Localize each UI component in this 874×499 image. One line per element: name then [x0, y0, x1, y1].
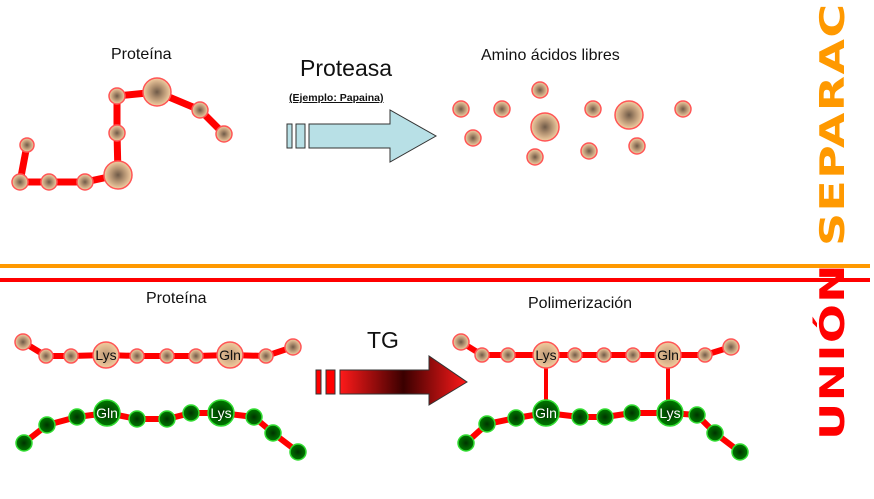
amino-acid-node	[142, 77, 172, 107]
amino-acid-node	[731, 443, 749, 461]
amino-acid-node	[507, 409, 525, 427]
amino-acid-node	[457, 434, 475, 452]
amino-acid-node	[182, 404, 200, 422]
residue-node	[656, 399, 684, 427]
residue-node	[532, 399, 560, 427]
amino-acid-node	[706, 424, 724, 442]
free-amino-acid-node	[452, 100, 470, 118]
free-amino-acid-node	[580, 142, 598, 160]
free-amino-acid-node	[674, 100, 692, 118]
free-amino-acid-node	[628, 137, 646, 155]
side-label-separacion: SEPARACIÓN	[813, 0, 853, 246]
residue-node	[207, 399, 235, 427]
residue-node-label: Lys	[95, 347, 116, 363]
amino-acid-node	[19, 137, 35, 153]
residue-node-label: Lys	[535, 347, 556, 363]
protease-arrow	[286, 109, 438, 163]
amino-acid-node	[245, 408, 263, 426]
amino-acid-node	[500, 347, 516, 363]
amino-acid-node	[623, 404, 641, 422]
amino-acid-node	[571, 408, 589, 426]
amino-acid-node	[289, 443, 307, 461]
top-left-title: Proteína	[111, 46, 172, 63]
divider-red	[0, 278, 870, 282]
amino-acid-node	[188, 348, 204, 364]
free-amino-acid-node	[614, 100, 644, 130]
tg-arrow	[315, 355, 468, 406]
amino-acid-node	[159, 348, 175, 364]
protease-label: Proteasa	[300, 55, 393, 81]
tg-label: TG	[367, 327, 399, 353]
amino-acid-node	[63, 348, 79, 364]
residue-node-label: Gln	[657, 347, 679, 363]
amino-acid-node	[452, 333, 470, 351]
amino-acid-node	[15, 434, 33, 452]
amino-acid-node	[722, 338, 740, 356]
amino-acid-node	[76, 173, 94, 191]
residue-node-label: Gln	[96, 405, 118, 421]
amino-acid-node	[596, 347, 612, 363]
amino-acid-node	[688, 406, 706, 424]
free-amino-acid-node	[584, 100, 602, 118]
amino-acid-node	[625, 347, 641, 363]
bottom-left-title: Proteína	[146, 290, 207, 307]
amino-acid-node	[38, 348, 54, 364]
amino-acid-node	[11, 173, 29, 191]
amino-acid-node	[478, 415, 496, 433]
free-amino-acid-node	[493, 100, 511, 118]
amino-acid-node	[191, 101, 209, 119]
free-amino-acid-node	[530, 112, 560, 142]
amino-acid-node	[38, 416, 56, 434]
amino-acid-node	[129, 348, 145, 364]
amino-acid-node	[14, 333, 32, 351]
amino-acid-node	[258, 348, 274, 364]
amino-acid-node	[215, 125, 233, 143]
amino-acid-node	[567, 347, 583, 363]
residue-node-label: Gln	[219, 347, 241, 363]
protease-example: (Ejemplo: Papaina)	[289, 92, 384, 104]
side-label-union: UNIÓN	[813, 263, 853, 440]
residue-node	[93, 399, 121, 427]
amino-acid-node	[596, 408, 614, 426]
amino-acid-node	[68, 408, 86, 426]
top-right-title: Amino ácidos libres	[481, 47, 620, 64]
amino-acid-node	[284, 338, 302, 356]
free-amino-acid-node	[464, 129, 482, 147]
residue-node-label: Gln	[535, 405, 557, 421]
free-amino-acid-node	[526, 148, 544, 166]
amino-acid-node	[128, 410, 146, 428]
residue-node-label: Lys	[210, 405, 231, 421]
divider-orange	[0, 264, 870, 268]
free-amino-acid-node	[531, 81, 549, 99]
residue-node-label: Lys	[659, 405, 680, 421]
amino-acid-node	[103, 160, 133, 190]
amino-acid-node	[264, 424, 282, 442]
amino-acid-node	[108, 87, 126, 105]
bottom-right-title: Polimerización	[528, 295, 633, 312]
amino-acid-node	[108, 124, 126, 142]
amino-acid-node	[40, 173, 58, 191]
amino-acid-node	[697, 347, 713, 363]
amino-acid-node	[158, 410, 176, 428]
amino-acid-node	[474, 347, 490, 363]
